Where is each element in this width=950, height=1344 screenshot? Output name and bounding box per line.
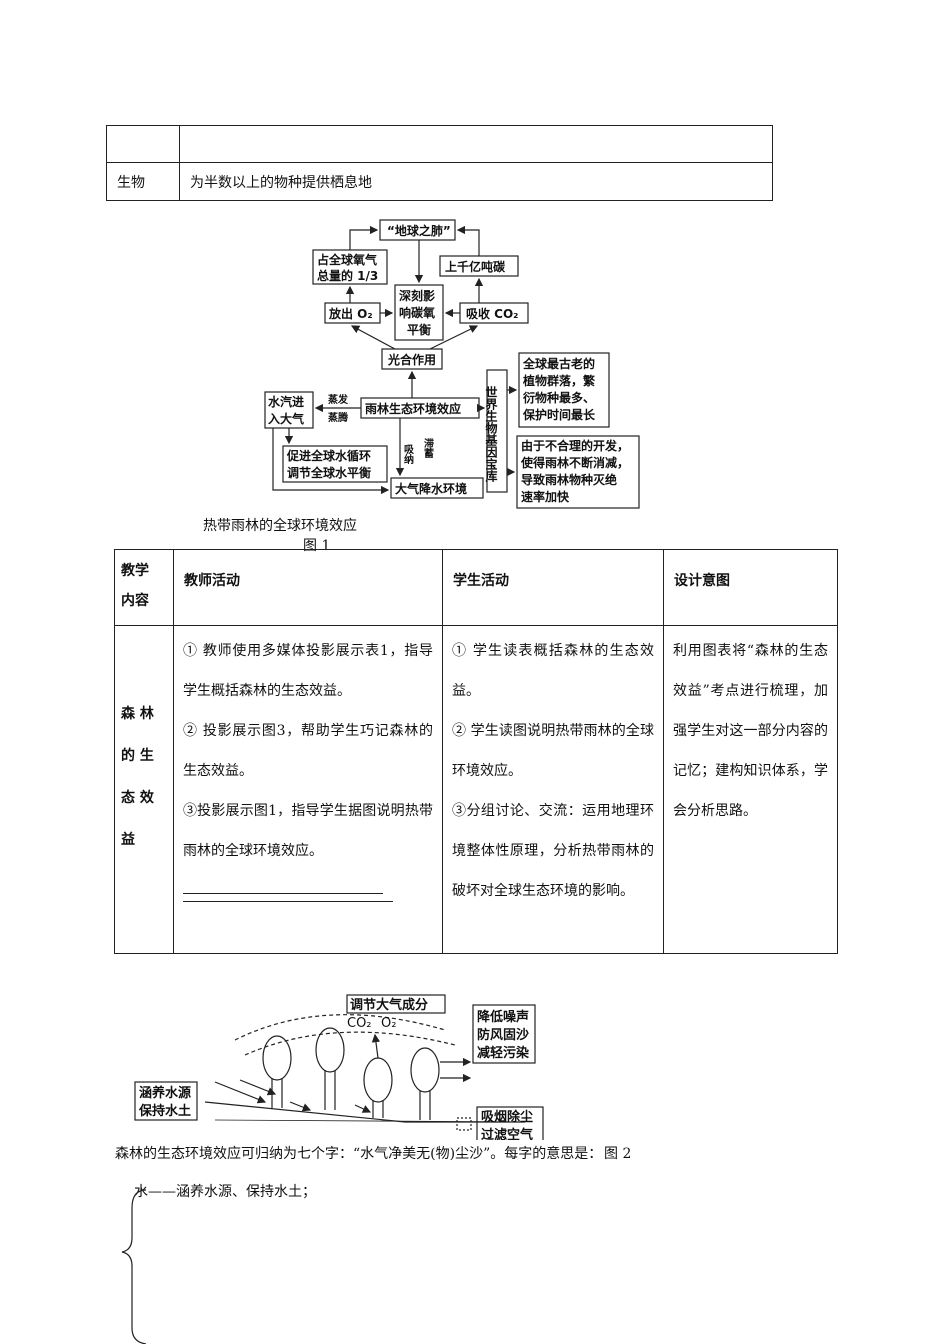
content-line: 益 [121, 819, 173, 861]
water-label-1: 涵养水源 [139, 1085, 191, 1101]
header-content: 教学 内容 [115, 550, 174, 626]
content-line: 的 生 [121, 735, 173, 777]
content-cell: 森 林 的 生 态 效 益 [115, 626, 174, 954]
tree-icon [411, 1048, 439, 1120]
tree-icon [364, 1058, 392, 1118]
oldest-label-2: 植物群落，繁 [522, 373, 596, 388]
water-label-2: 保持水土 [138, 1103, 191, 1119]
co2-label: CO₂ [347, 1016, 372, 1031]
student-step: ① 学生读表概括森林的生态效益。 [452, 631, 654, 711]
cycle-label-1: 促进全球水循环 [286, 448, 371, 463]
teacher-step: ③投影展示图1，指导学生据图说明热带雨林的全球环境效应。 [183, 791, 433, 871]
absorb-co2-label: 吸收 CO₂ [466, 306, 518, 321]
student-activity-cell: ① 学生读表概括森林的生态效益。 ② 学生读图说明热带雨林的全球环境效应。 ③分… [443, 626, 664, 954]
absorb-label: 吸纳 [402, 444, 414, 465]
teacher-activity-cell: ① 教师使用多媒体投影展示表1，指导学生概括森林的生态效益。 ② 投影展示图3，… [174, 626, 443, 954]
oldest-label-4: 保护时间最长 [522, 407, 596, 422]
transpiration-label: 蒸腾 [328, 411, 349, 424]
header-student-label: 学生活动 [453, 573, 509, 589]
noise-label-2: 防风固沙 [477, 1027, 529, 1043]
rainforest-effect-diagram: “地球之肺” 占全球氧气 总量的 1/3 上千亿吨碳 放出 O₂ 深刻影 响碳氧… [255, 210, 655, 515]
lung-label: “地球之肺” [387, 223, 451, 238]
gene-bank-label: 世界生物基因宝库 [484, 385, 498, 483]
content-line: 态 效 [121, 777, 173, 819]
student-step: ② 学生读图说明热带雨林的全球环境效应。 [452, 711, 654, 791]
oxygen-share-label-2: 总量的 1/3 [317, 268, 378, 283]
dust-icon [457, 1118, 471, 1130]
water-vapor-label-1: 水汽进 [268, 394, 304, 409]
figure1-caption: 热带雨林的全球环境效应 [203, 515, 357, 535]
content-line: 森 林 [121, 693, 173, 735]
top-table-label [107, 126, 180, 163]
threat-label-4: 速率加快 [521, 489, 570, 504]
water-vapor-label-2: 入大气 [268, 411, 304, 426]
noise-label-1: 降低噪声 [477, 1009, 529, 1025]
lesson-table: 教学 内容 教师活动 学生活动 设计意图 森 林 的 生 态 效 益 ① 教师使… [114, 549, 838, 954]
rainforest-effect-label: 雨林生态环境效应 [365, 401, 461, 416]
affect-label-3: 平衡 [407, 322, 431, 337]
retain-label: 滞蓄 [422, 437, 434, 459]
design-intent-cell: 利用图表将“森林的生态效益”考点进行梳理，加强学生对这一部分内容的记忆；建构知识… [664, 626, 838, 954]
precip-label: 大气降水环境 [395, 481, 467, 496]
o2-label: O₂ [381, 1016, 396, 1031]
release-o2-label: 放出 O₂ [328, 306, 373, 321]
carbon-label: 上千亿吨碳 [445, 259, 506, 274]
header-content-line-1: 教学 [121, 556, 173, 586]
teacher-step: ① 教师使用多媒体投影展示表1，指导学生概括森林的生态效益。 [183, 631, 433, 711]
header-content-line-2: 内容 [121, 586, 173, 616]
figure2-label: 图 2 [604, 1143, 631, 1163]
dust-label-1: 吸烟除尘 [481, 1109, 533, 1125]
evaporation-label: 蒸发 [328, 393, 349, 406]
header-teacher: 教师活动 [174, 550, 443, 626]
affect-label-1: 深刻影 [399, 288, 435, 303]
noise-label-3: 减轻污染 [477, 1045, 530, 1061]
left-brace-icon [118, 1188, 158, 1344]
blank-lines [183, 893, 383, 902]
dust-label-2: 过滤空气 [481, 1127, 533, 1140]
top-table: 生物 为半数以上的物种提供栖息地 [106, 125, 773, 201]
header-design: 设计意图 [664, 550, 838, 626]
threat-label-3: 导致雨林物种灭绝 [521, 472, 617, 487]
tree-icon [316, 1028, 344, 1110]
student-step: ③分组讨论、交流：运用地理环境整体性原理，分析热带雨林的破坏对全球生态环境的影响… [452, 791, 654, 911]
affect-label-2: 响碳氧 [399, 305, 435, 320]
header-teacher-label: 教师活动 [184, 573, 240, 589]
design-intent-text: 利用图表将“森林的生态效益”考点进行梳理，加强学生对这一部分内容的记忆；建构知识… [673, 631, 828, 831]
forest-effect-diagram: 调节大气成分 CO₂ O₂ 降低噪声 防风固沙 减轻污染 涵养水源 保持水土 吸… [125, 990, 565, 1140]
oxygen-share-label-1: 占全球氧气 [317, 252, 377, 267]
photosynthesis-label: 光合作用 [387, 352, 436, 367]
header-design-label: 设计意图 [674, 573, 730, 589]
threat-label-2: 使得雨林不断消减， [520, 455, 629, 470]
oldest-label-3: 衍物种最多、 [522, 390, 595, 405]
oldest-label-1: 全球最古老的 [522, 356, 595, 371]
cycle-label-2: 调节全球水平衡 [287, 465, 371, 480]
summary-line: 森林的生态环境效应可归纳为七个字：“水气净美无(物)尘沙”。每字的意思是： [115, 1143, 602, 1163]
header-student: 学生活动 [443, 550, 664, 626]
top-table-content: 为半数以上的物种提供栖息地 [180, 163, 773, 201]
summary-item-water: 水——涵养水源、保持水土； [134, 1181, 316, 1201]
regulate-label: 调节大气成分 [350, 997, 428, 1013]
top-table-label: 生物 [107, 163, 180, 201]
teacher-step: ② 投影展示图3，帮助学生巧记森林的生态效益。 [183, 711, 433, 791]
threat-label-1: 由于不合理的开发， [521, 438, 629, 453]
top-table-content [180, 126, 773, 163]
